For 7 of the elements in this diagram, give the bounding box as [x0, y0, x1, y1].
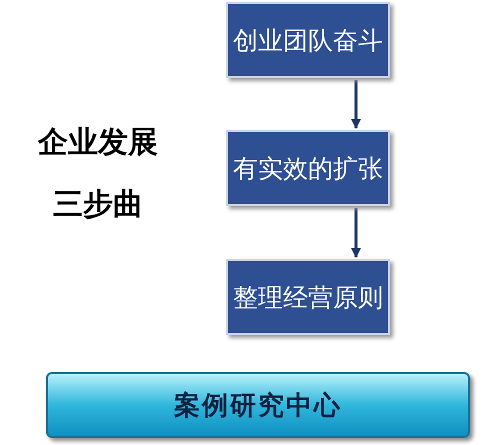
process-box: 有实效的扩张 [226, 130, 390, 206]
arrow [351, 80, 361, 129]
arrow [351, 208, 361, 258]
process-box: 整理经营原则 [226, 259, 390, 335]
banner: 案例研究中心 [46, 372, 470, 438]
title: 企业发展三步曲 [36, 124, 159, 224]
process-box: 创业团队奋斗 [226, 2, 390, 78]
